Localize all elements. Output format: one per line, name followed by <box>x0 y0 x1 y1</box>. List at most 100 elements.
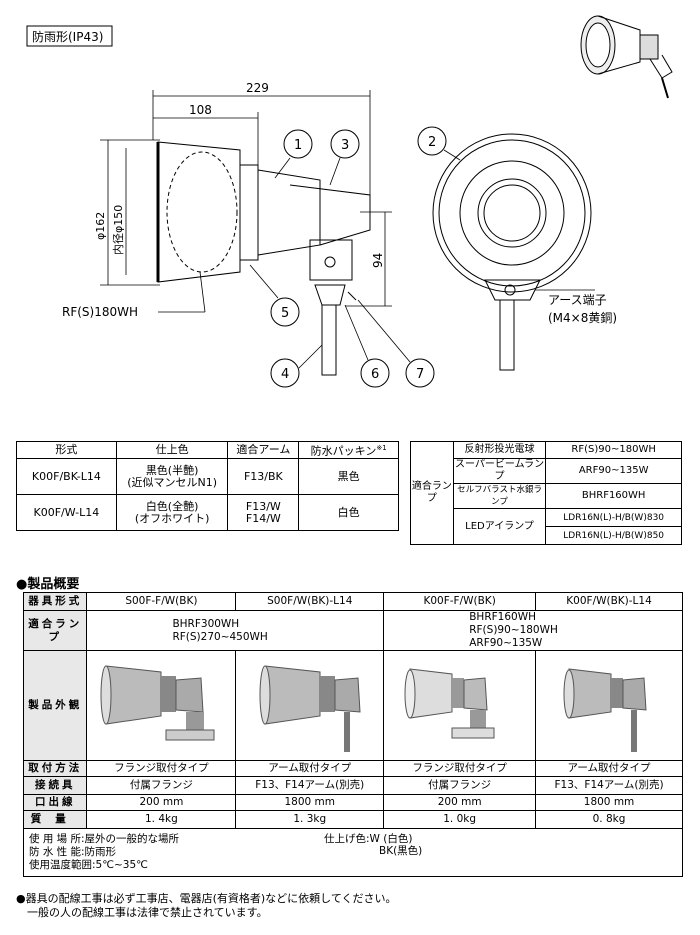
dim-108-label: 108 <box>189 103 212 117</box>
front-view <box>432 133 592 371</box>
row-label-cable: 口出線 <box>22 794 88 811</box>
cable-cell: 1800 mm <box>235 794 385 811</box>
row-label-lamp: 適合ランプ <box>22 610 88 651</box>
lamp-value: RF(S)90~180WH <box>545 441 682 459</box>
earth-label: アース端子 <box>548 293 607 307</box>
perspective-sketch <box>580 15 673 99</box>
lamp-value: ARF90~135W <box>545 458 682 484</box>
callout-1: 1 <box>274 129 313 179</box>
color-cell: 黒色(半艶)(近似マンセルN1) <box>115 458 229 495</box>
mount-cell: アーム取付タイプ <box>235 760 385 777</box>
callout-6: 6 <box>344 304 390 388</box>
lamps-right: BHRF160WH RF(S)90~180WH ARF90~135W <box>383 610 683 651</box>
product-photo-3 <box>383 650 537 761</box>
product-photo-2 <box>235 650 385 761</box>
header-packing: 防水パッキン※1 <box>298 441 399 459</box>
lamp-name: 反射形投光電球 <box>452 441 547 459</box>
dimension-94 <box>345 211 392 307</box>
mass-cell: 1. 0kg <box>383 810 537 829</box>
svg-text:4: 4 <box>281 367 289 382</box>
mount-cell: フランジ取付タイプ <box>383 760 537 777</box>
svg-text:6: 6 <box>371 367 379 382</box>
cable-cell: 1800 mm <box>535 794 683 811</box>
svg-text:2: 2 <box>428 135 436 150</box>
callout-4: 4 <box>270 344 323 388</box>
mass-cell: 1. 3kg <box>235 810 385 829</box>
header-color: 仕上色 <box>115 441 229 459</box>
color-cell: 白色(全艶)(オフホワイト) <box>115 494 229 531</box>
connector-cell: F13、F14アーム(別売) <box>235 776 385 795</box>
mass-cell: 0. 8kg <box>535 810 683 829</box>
finish-label: 仕上げ色:W (白色) <box>324 833 413 845</box>
technical-drawing: 防雨形(IP43) 229 108 φ162 内径φ150 <box>26 15 673 388</box>
spec-block: 使 用 場 所:屋外の一般的な場所 防 水 性 能:防雨形 使用温度範囲:5℃~… <box>23 828 683 877</box>
packing-cell: 黒色 <box>298 458 399 495</box>
model-cell: K00F/W-L14 <box>16 494 117 531</box>
svg-text:7: 7 <box>416 367 424 382</box>
callout-2: 2 <box>417 126 461 161</box>
lamp-value: LDR16N(L)-H/B(W)850 <box>545 526 682 545</box>
model-cell: K00F/BK-L14 <box>16 458 117 495</box>
lamp-name: LEDアイランプ <box>452 508 547 545</box>
fixture-image <box>563 667 647 752</box>
product-photo-1 <box>86 650 237 761</box>
earth-spec: (M4×8黄銅) <box>548 311 617 325</box>
lamps-left: BHRF300WH RF(S)270~450WH <box>86 610 385 651</box>
model-name: K00F/W(BK)-L14 <box>535 592 683 611</box>
spec-line: 防 水 性 能:防雨形 <box>29 846 117 858</box>
note-line-2: 一般の人の配線工事は法律で禁止されています。 <box>27 906 268 919</box>
packing-cell: 白色 <box>298 494 399 531</box>
header-arm: 適合アーム <box>227 441 300 459</box>
cable-cell: 200 mm <box>86 794 237 811</box>
table-row: K00F/BK-L14 黒色(半艶)(近似マンセルN1) F13/BK 黒色 <box>16 458 399 495</box>
mount-cell: フランジ取付タイプ <box>86 760 237 777</box>
side-view <box>156 141 371 376</box>
model-name: K00F-F/W(BK) <box>383 592 537 611</box>
finish-bk: BK(黒色) <box>379 845 423 857</box>
lamp-group-label: 適合ランプ <box>410 441 454 545</box>
lamp-value: LDR16N(L)-H/B(W)830 <box>545 508 682 527</box>
dim-162-label: φ162 <box>94 212 107 240</box>
fixture-image <box>100 664 215 740</box>
mount-cell: アーム取付タイプ <box>535 760 683 777</box>
type-label-box <box>26 25 113 47</box>
model-name: S00F-F/W(BK) <box>86 592 237 611</box>
row-label-appearance: 製品外観 <box>22 650 88 761</box>
note-line-1: ●器具の配線工事は必ず工事店、電器店(有資格者)などに依頼してください。 <box>16 892 397 905</box>
lamp-label: RF(S)180WH <box>62 305 138 319</box>
type-label: 防雨形(IP43) <box>32 29 103 44</box>
svg-text:1: 1 <box>294 138 302 153</box>
arm-cell: F13/BK <box>227 458 300 495</box>
connector-cell: F13、F14アーム(別売) <box>535 776 683 795</box>
svg-text:3: 3 <box>341 138 349 153</box>
svg-text:5: 5 <box>281 306 289 321</box>
dim-229-label: 229 <box>246 81 269 95</box>
callout-7: 7 <box>357 299 435 388</box>
row-label-model: 器具形式 <box>22 592 88 611</box>
fixture-image <box>259 664 361 752</box>
dimension-108 <box>153 112 259 165</box>
section-title: ●製品概要 <box>16 577 80 592</box>
lamp-table: 適合ランプ 反射形投光電球 RF(S)90~180WH スーパービームランプ A… <box>410 441 682 545</box>
dim-150-label: 内径φ150 <box>111 205 125 255</box>
connector-cell: 付属フランジ <box>383 776 537 795</box>
mass-cell: 1. 4kg <box>86 810 237 829</box>
model-table: 形式 仕上色 適合アーム 防水パッキン※1 K00F/BK-L14 黒色(半艶)… <box>16 441 399 531</box>
model-name: S00F/W(BK)-L14 <box>235 592 385 611</box>
cable-cell: 200 mm <box>383 794 537 811</box>
header-model: 形式 <box>16 441 117 459</box>
dim-94-label: 94 <box>371 253 385 268</box>
lamp-name: セルフバラスト水銀ランプ <box>452 483 547 509</box>
summary-table: 器具形式 S00F-F/W(BK) S00F/W(BK)-L14 K00F-F/… <box>22 592 683 877</box>
product-photo-4 <box>535 650 683 761</box>
callout-3: 3 <box>329 129 360 186</box>
fixture-image <box>404 667 495 738</box>
dimension-229 <box>152 90 371 200</box>
spec-line: 使 用 場 所:屋外の一般的な場所 <box>29 833 180 845</box>
row-label-mount: 取付方法 <box>22 760 88 777</box>
callout-5: 5 <box>249 264 300 327</box>
dimension-diameters <box>100 139 160 286</box>
row-label-connector: 接続具 <box>22 776 88 795</box>
